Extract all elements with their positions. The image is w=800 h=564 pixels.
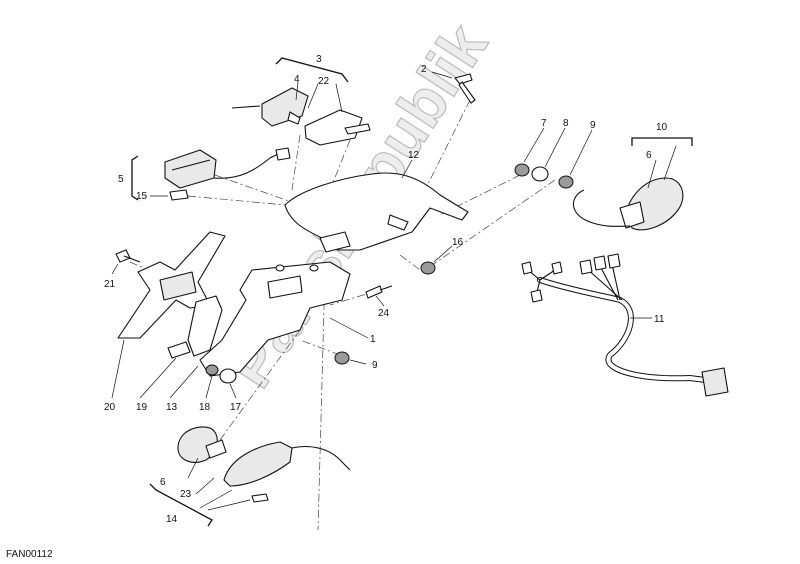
callout-labels: 3 2 4 22 5 15 12 7 8 9 10 6 16 21 24 11 … — [104, 54, 668, 525]
callout-23: 23 — [180, 489, 192, 500]
callout-17: 17 — [230, 402, 242, 413]
callout-16: 16 — [452, 237, 464, 248]
part-24-bolt — [365, 285, 393, 307]
callout-22: 22 — [318, 76, 330, 87]
callout-24: 24 — [378, 308, 390, 319]
drawing-code: FAN00112 — [6, 549, 53, 560]
callout-9-upper: 9 — [590, 120, 596, 131]
callout-12: 12 — [408, 150, 420, 161]
callout-3: 3 — [316, 54, 322, 65]
part-1-plate-holder — [199, 261, 369, 377]
part-20-reflector-bracket — [111, 231, 226, 399]
callout-4: 4 — [294, 74, 300, 85]
callout-6-left: 6 — [160, 477, 166, 488]
callout-7: 7 — [541, 118, 547, 129]
part-2-screw — [454, 73, 476, 104]
brace-5 — [131, 155, 139, 201]
callout-1: 1 — [370, 334, 376, 345]
part-12-rear-fender — [284, 159, 469, 253]
parts-13-17-18 — [169, 364, 237, 399]
callout-20: 20 — [104, 402, 116, 413]
part-11-wiring-harness — [521, 253, 729, 397]
brace-3 — [275, 57, 349, 83]
part-5-light-unit — [150, 147, 291, 201]
callout-15: 15 — [136, 191, 148, 202]
callout-19: 19 — [136, 402, 148, 413]
part-14-indicator-left — [149, 426, 351, 527]
part-21-bolt — [111, 249, 141, 275]
part-9-nut-lower — [334, 351, 367, 365]
leader-2 — [431, 71, 453, 79]
callout-14: 14 — [166, 514, 178, 525]
callout-11: 11 — [654, 314, 665, 325]
callout-5: 5 — [118, 174, 124, 185]
callout-8: 8 — [563, 118, 569, 129]
part-3-plate-lights — [231, 81, 371, 146]
part-16-nut — [420, 245, 453, 275]
callout-18: 18 — [199, 402, 211, 413]
callout-13: 13 — [166, 402, 178, 413]
part-10-indicator-right — [572, 137, 693, 231]
callout-6-right: 6 — [646, 150, 652, 161]
part-19-bracket — [139, 295, 223, 399]
callout-10: 10 — [656, 122, 668, 133]
parts-7-8-9-fasteners — [514, 127, 593, 189]
callout-2: 2 — [421, 64, 427, 75]
callout-21: 21 — [104, 279, 116, 290]
callout-9-lower: 9 — [372, 360, 378, 371]
